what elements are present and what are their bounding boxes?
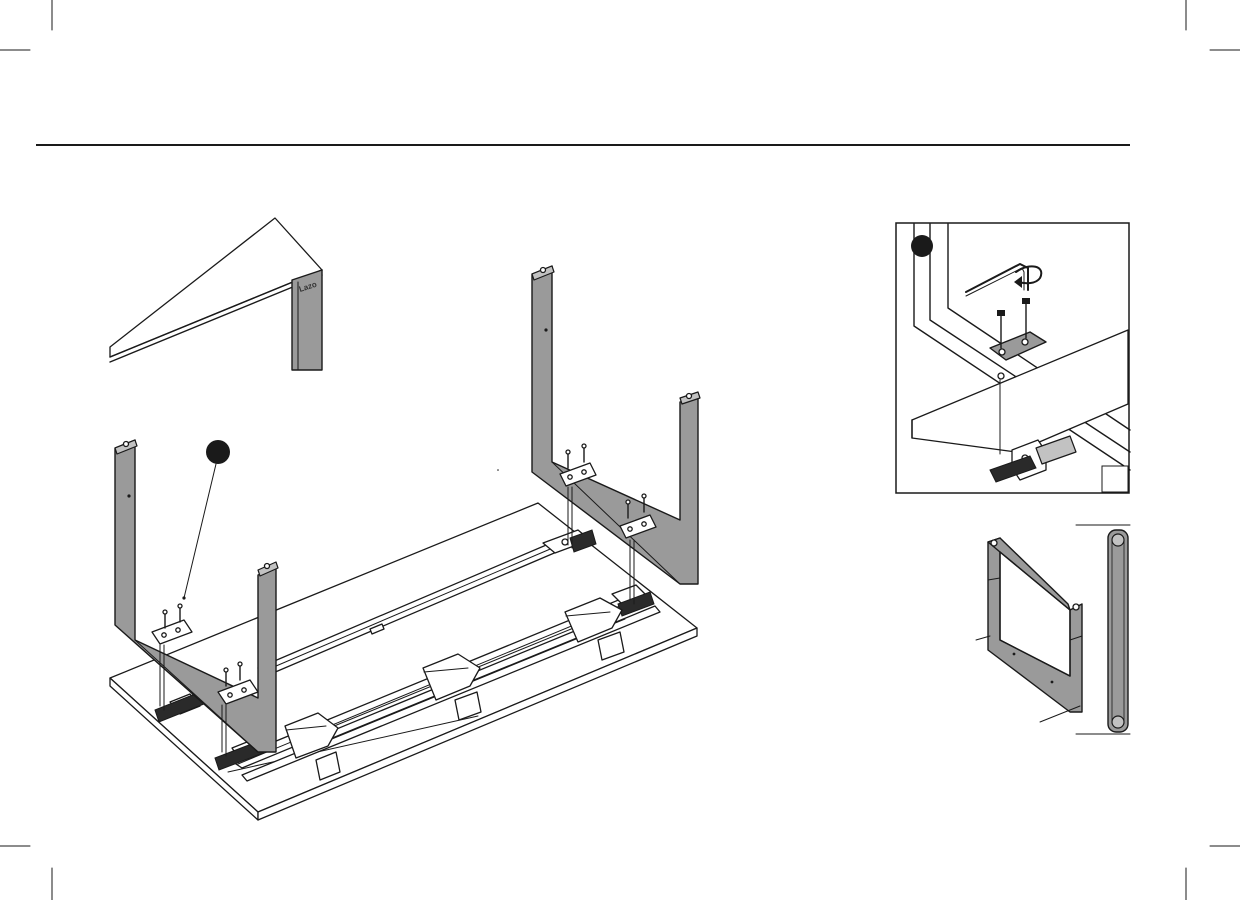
detail-leg-frame <box>976 525 1130 734</box>
step-callout-main <box>182 440 230 600</box>
stray-dot <box>497 469 499 471</box>
step-callout-detail <box>911 235 933 257</box>
context-table-corner: Lazo <box>110 218 322 370</box>
detail-inset-fastening <box>896 223 1130 493</box>
desktop-panel <box>110 503 697 820</box>
